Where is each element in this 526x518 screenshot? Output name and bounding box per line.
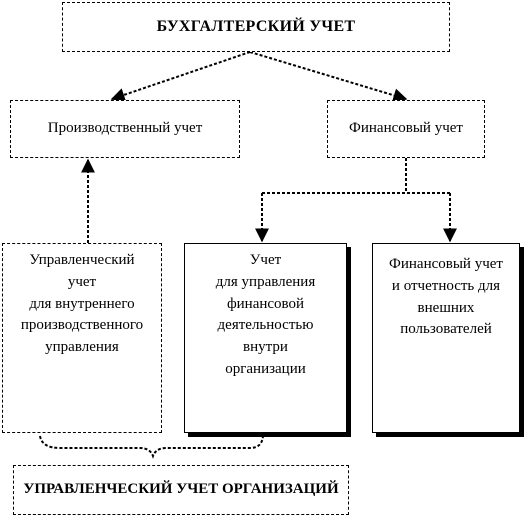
internal-finance-label: Учет для управления финансовой деятельно… xyxy=(215,252,316,377)
internal-finance-box: Учет для управления финансовой деятельно… xyxy=(184,243,347,433)
organization-managerial-accounting-label: УПРАВЛЕНЧЕСКИЙ УЧЕТ ОРГАНИЗАЦИЙ xyxy=(23,481,339,498)
managerial-accounting-box: Управленческий учет для внутреннего прои… xyxy=(2,243,162,433)
managerial-accounting-label: Управленческий учет для внутреннего прои… xyxy=(20,252,144,355)
accounting-box: БУХГАЛТЕРСКИЙ УЧЕТ xyxy=(62,2,450,52)
organization-managerial-accounting-box: УПРАВЛЕНЧЕСКИЙ УЧЕТ ОРГАНИЗАЦИЙ xyxy=(13,465,349,515)
production-accounting-label: Производственный учет xyxy=(47,120,203,137)
financial-accounting-box: Финансовый учет xyxy=(327,100,485,158)
accounting-label: БУХГАЛТЕРСКИЙ УЧЕТ xyxy=(156,18,356,36)
financial-accounting-label: Финансовый учет xyxy=(349,120,463,137)
arrow-top-to-production xyxy=(110,51,251,102)
brace-bracket xyxy=(39,435,264,459)
arrow-top-to-finance xyxy=(249,51,408,103)
external-finance-label: Финансовый учет и отчетность для внешних… xyxy=(389,256,503,338)
external-finance-box: Финансовый учет и отчетность для внешних… xyxy=(372,243,520,433)
production-accounting-box: Производственный учет xyxy=(10,100,240,158)
